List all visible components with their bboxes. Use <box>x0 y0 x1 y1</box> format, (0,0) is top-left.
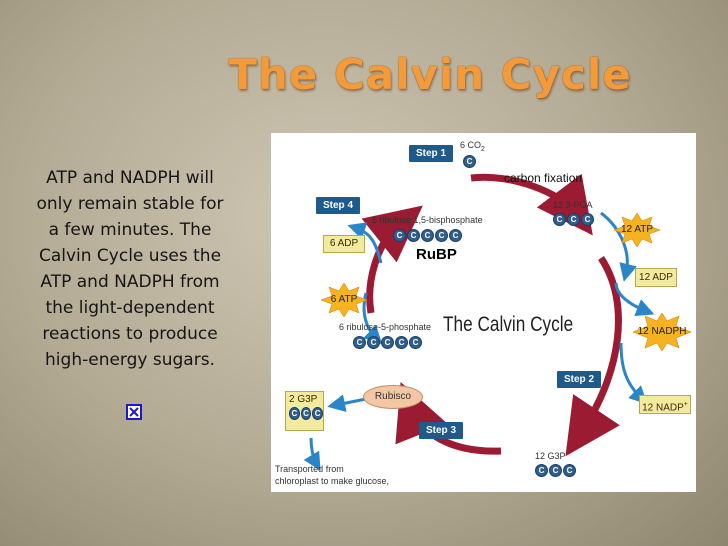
carbon-fixation-label: carbon fixation <box>504 171 583 185</box>
transport-note-line: Transported from <box>275 464 344 474</box>
body-line: ATP and NADPH will <box>46 168 214 188</box>
12-nadp-box: 12 NADP+ <box>639 395 691 414</box>
12-nadph-burst: 12 NADPH <box>632 312 692 352</box>
12-atp-burst: 12 ATP <box>613 212 661 248</box>
2-g3p-box: 2 G3P C C C <box>285 391 324 431</box>
6-atp-burst: 6 ATP <box>320 282 368 318</box>
rubisco-enzyme: Rubisco <box>363 385 423 409</box>
carbon-bead: C <box>367 336 380 349</box>
co2-label: 6 CO2 <box>460 140 485 153</box>
calvin-cycle-diagram: Step 1 Step 2 Step 3 Step 4 6 CO2 C carb… <box>271 133 696 492</box>
carbon-bead: C <box>535 464 548 477</box>
carbon-bead: C <box>421 229 434 242</box>
carbon-bead: C <box>549 464 562 477</box>
carbon-bead: C <box>567 213 580 226</box>
ribulose-phosphate-carbons: C C C C C <box>353 336 422 349</box>
step-4-label: Step 4 <box>316 197 361 214</box>
co2-carbon: C <box>463 155 476 168</box>
rubp-label: RuBP <box>416 246 457 263</box>
12-adp-box: 12 ADP <box>635 268 677 287</box>
transport-note-line: chloroplast to make glucose, <box>275 476 390 486</box>
carbon-bead: C <box>449 229 462 242</box>
diagram-center-title: The Calvin Cycle <box>443 313 574 336</box>
body-line: the light-dependent <box>45 298 215 318</box>
carbon-bead: C <box>300 407 312 420</box>
carbon-bead: C <box>581 213 594 226</box>
carbon-bead: C <box>407 229 420 242</box>
carbon-bead: C <box>353 336 366 349</box>
carbon-bead: C <box>289 407 300 420</box>
12-g3p-carbons: C C C <box>535 464 576 477</box>
ribulose-phosphate-label: 6 ribulose-5-phosphate <box>339 322 432 332</box>
carbon-bead: C <box>381 336 394 349</box>
carbon-bead: C <box>393 229 406 242</box>
6-adp-box: 6 ADP <box>323 235 365 253</box>
slide-body-text: ATP and NADPH will only remain stable fo… <box>12 165 248 373</box>
carbon-bead: C <box>312 407 324 420</box>
2-g3p-label: 2 G3P <box>289 394 318 405</box>
carbon-bead: C <box>435 229 448 242</box>
step-2-label: Step 2 <box>557 371 602 388</box>
body-line: Calvin Cycle uses the <box>38 246 222 266</box>
2-g3p-carbons: C C C <box>289 407 324 420</box>
transport-note: Transported from chloroplast to make glu… <box>275 463 389 487</box>
12-nadph-label: 12 NADPH <box>637 326 687 337</box>
slide-title: The Calvin Cycle <box>228 50 632 99</box>
rubp-carbons: C C C C C <box>393 229 462 242</box>
step-3-label: Step 3 <box>419 422 464 439</box>
12-g3p-label: 12 G3P <box>535 451 566 461</box>
body-line: high-energy sugars. <box>45 350 215 370</box>
body-line: only remain stable for <box>36 194 224 214</box>
body-line: ATP and NADPH from <box>40 272 220 292</box>
broken-image-icon[interactable] <box>126 404 142 420</box>
body-line: reactions to produce <box>42 324 218 344</box>
step-1-label: Step 1 <box>409 145 454 162</box>
pga-label: 12 3-PGA <box>553 200 593 210</box>
pga-carbons: C C C <box>553 213 594 226</box>
12-atp-label: 12 ATP <box>620 224 654 235</box>
carbon-bead: C <box>409 336 422 349</box>
ribulose-bisphosphate-label: 6 ribulose 1,5-bisphosphate <box>372 215 483 225</box>
carbon-bead: C <box>553 213 566 226</box>
body-line: a few minutes. The <box>48 220 212 240</box>
carbon-bead: C <box>563 464 576 477</box>
carbon-bead: C <box>463 155 476 168</box>
6-atp-label: 6 ATP <box>330 294 358 305</box>
carbon-bead: C <box>395 336 408 349</box>
